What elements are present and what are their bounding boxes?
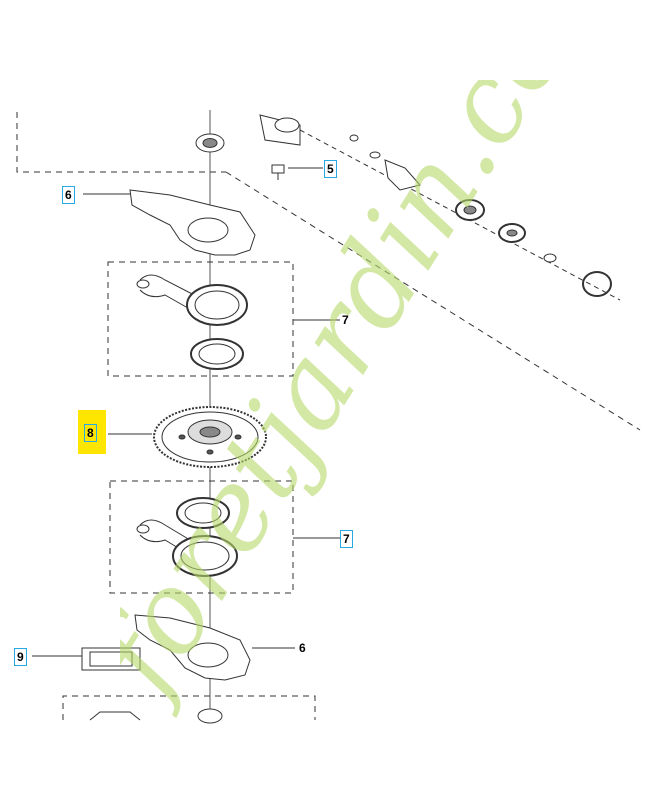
callout-6-bottom[interactable]: 6: [299, 641, 306, 655]
bottom-assembly-frame: [62, 695, 316, 720]
callout-9[interactable]: 9: [14, 648, 27, 666]
top-bearing: [195, 133, 225, 153]
top-assembly-frame: [16, 112, 226, 173]
callout-5[interactable]: 5: [324, 160, 337, 178]
callout-7-bottom[interactable]: 7: [340, 530, 353, 548]
dashed-box-7-bottom: [109, 480, 294, 594]
callout-8[interactable]: 8: [84, 424, 97, 442]
bracket-9: [32, 647, 141, 671]
diagonal-dashed-guide: [225, 171, 641, 431]
bevel-gear-8: [153, 406, 267, 468]
dashed-box-7-top: [107, 261, 294, 377]
callout-7-top[interactable]: 7: [342, 313, 349, 327]
shaft-assembly: [259, 114, 621, 301]
callout-6-top[interactable]: 6: [62, 186, 75, 204]
